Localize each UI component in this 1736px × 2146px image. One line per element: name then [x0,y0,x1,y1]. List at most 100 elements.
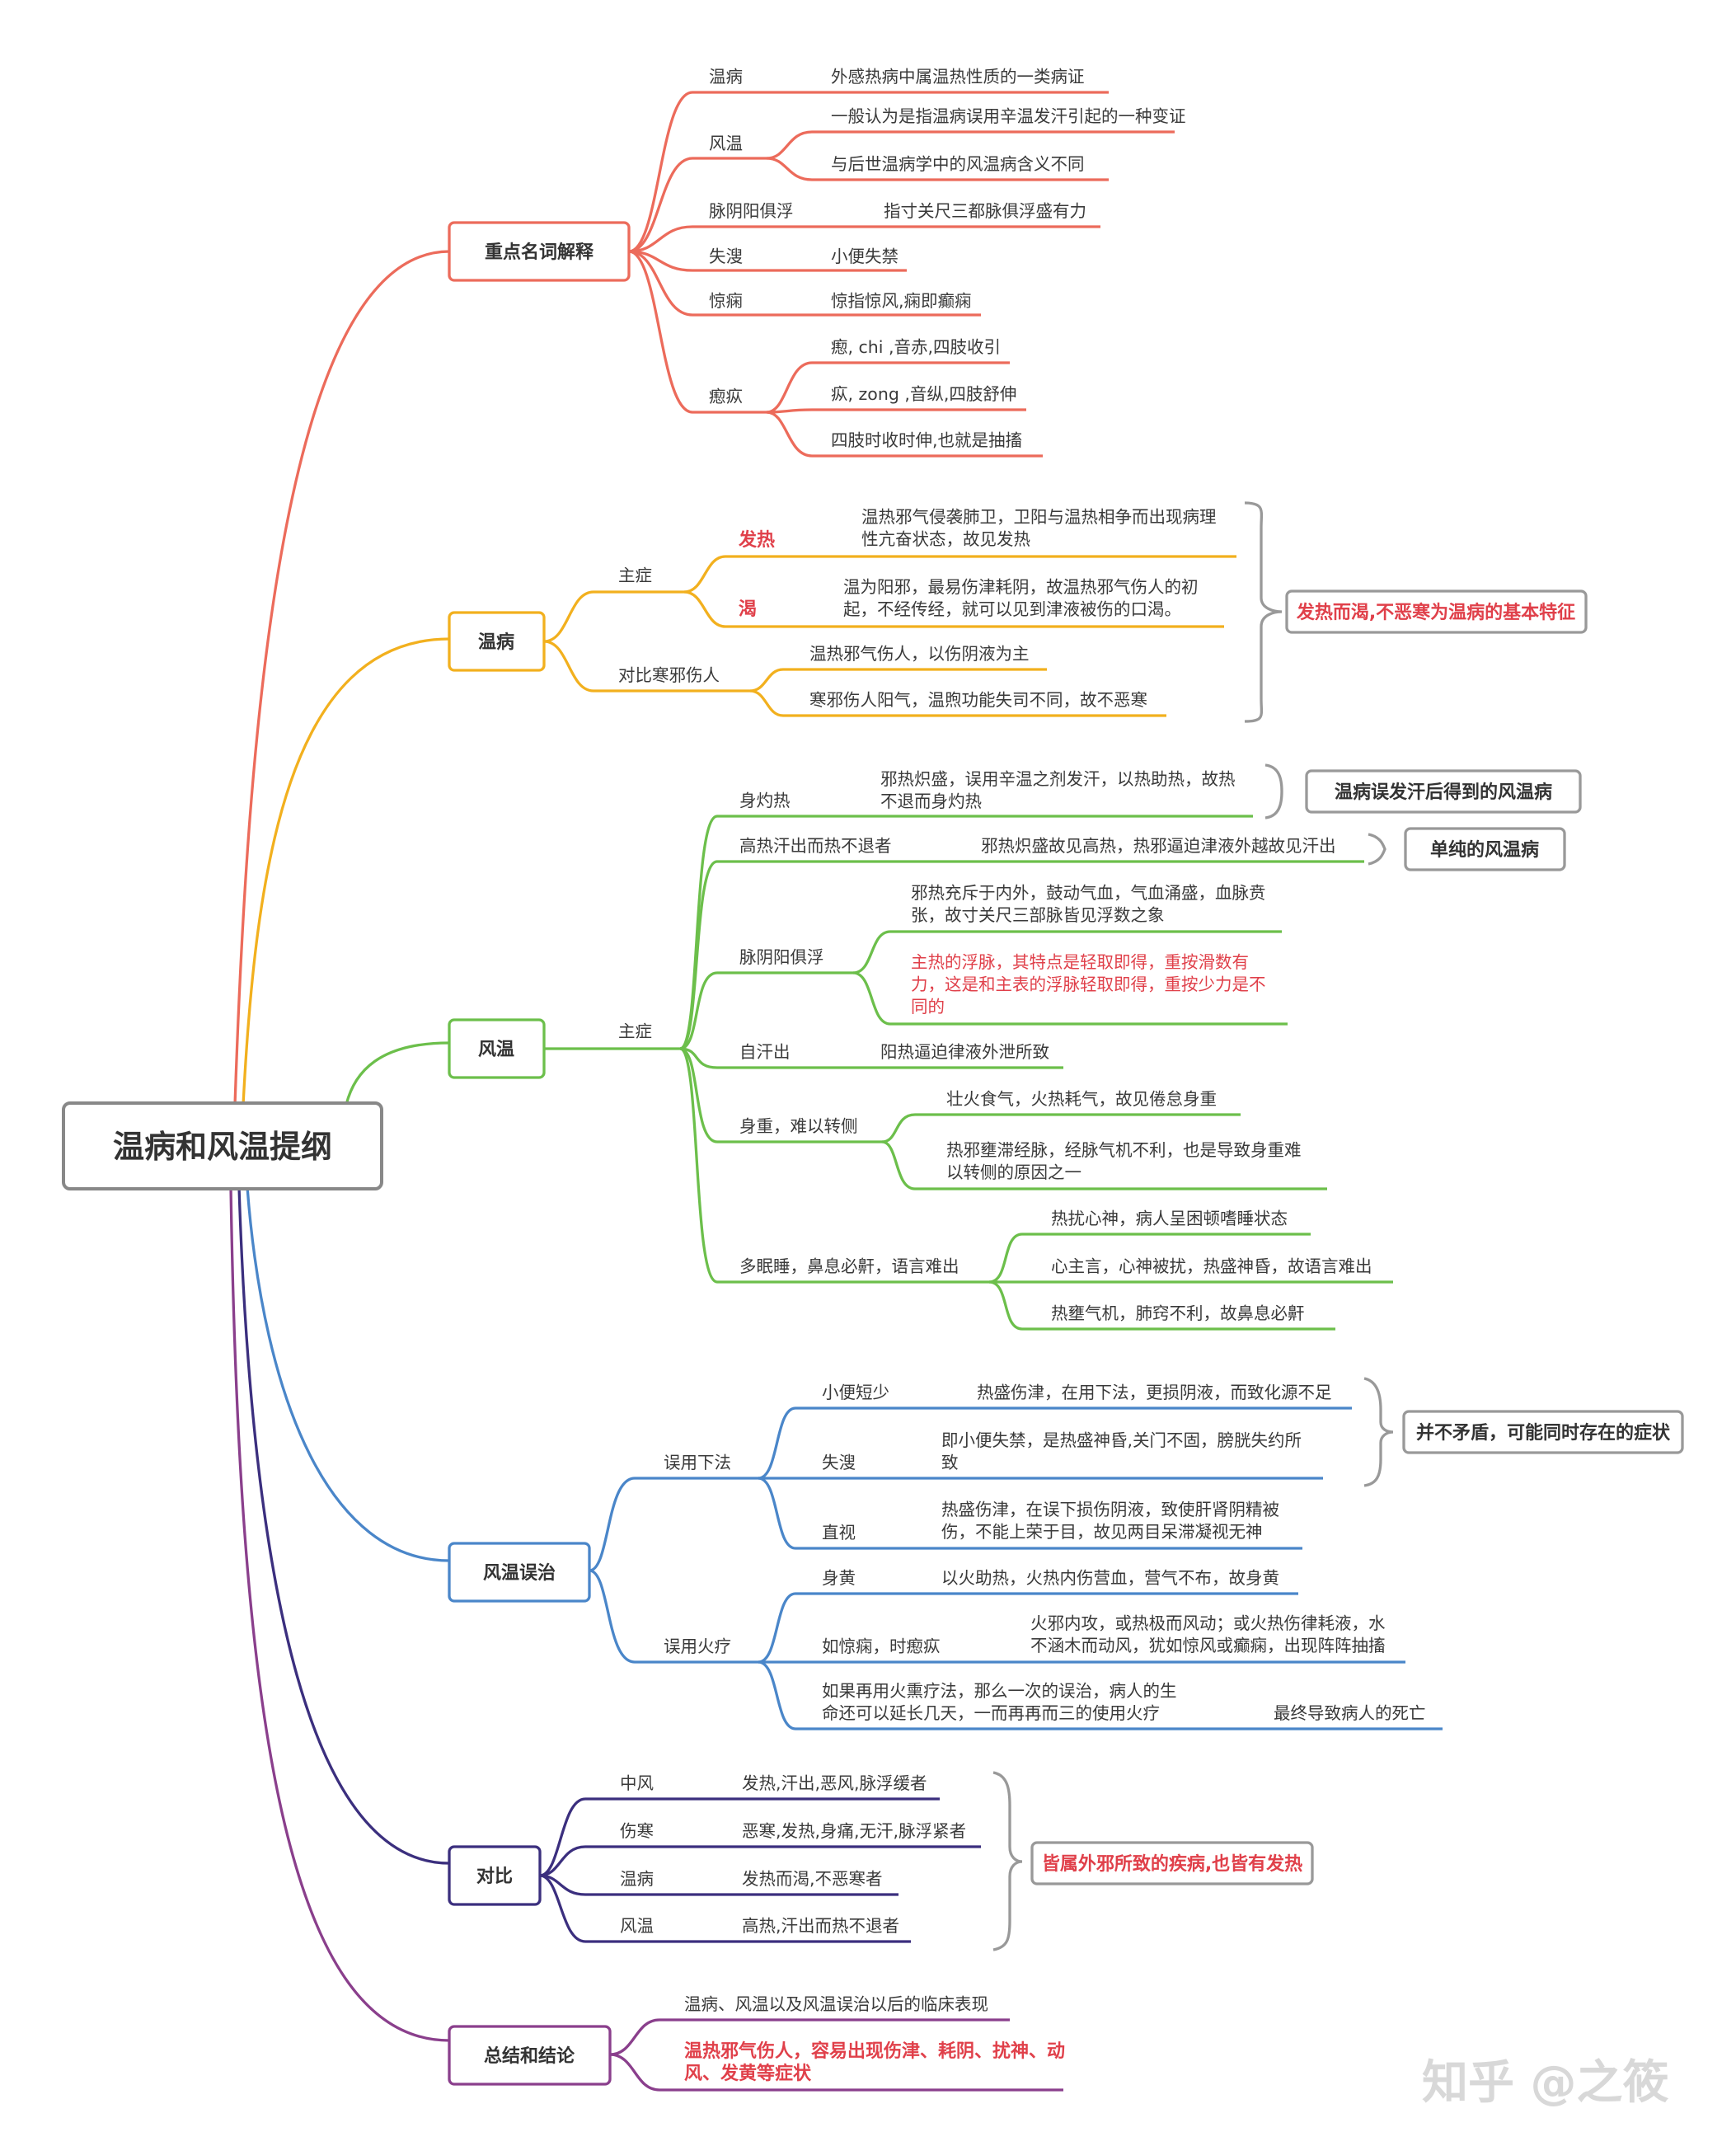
s3-d-d: 阳热逼迫律液外泄所致 [880,1042,1049,1062]
s3-f: 多眠睡，鼻息必鼾，语言难出 [739,1256,959,1276]
s3-b-note: 单纯的风温病 [1430,839,1539,861]
s5-a-d: 发热,汗出,恶风,脉浮缓者 [742,1773,927,1793]
section-wenbing: 温病 主症 发热 温热邪气侵袭肺卫，卫阳与温热相争而出现病理 性亢奋状态，故见发… [448,501,1588,723]
s2-main: 主症 [618,566,652,585]
s6-b-l2: 风、发黄等症状 [684,2063,812,2084]
branch-root-s5 [237,1186,450,1865]
s4-b-l2: 致 [941,1453,959,1472]
root-node[interactable]: 温病和风温提纲 [62,1101,383,1190]
s4-f-l2: 命还可以延长几天，一而再再而三的使用火疗 [822,1703,1160,1723]
s3-a-l2: 不退而身灼热 [880,791,982,811]
s3-b-d: 邪热炽盛故见高热，热邪逼迫津液外越故见汗出 [981,836,1336,856]
s6-a: 温病、风温以及风温误治以后的临床表现 [684,1994,988,2014]
s1-def-f1: 瘛, chi ,音赤,四肢收引 [831,337,1001,357]
s3-a-note: 温病误发汗后得到的风温病 [1335,782,1552,803]
s1-def-e: 惊指惊风,痫即癫痫 [831,291,972,311]
s4-c: 直视 [822,1523,856,1543]
s4-title-node[interactable]: 风温误治 [448,1542,591,1603]
s3-d: 自汗出 [739,1042,791,1062]
s4-f-end: 最终导致病人的死亡 [1274,1703,1426,1723]
s3-a-l1: 邪热炽盛，误用辛温之剂发汗，以热助热，故热 [880,769,1236,789]
s3-title-node[interactable]: 风温 [448,1018,546,1079]
s4-note-node[interactable]: 并不矛盾，可能同时存在的症状 [1402,1410,1684,1454]
s1-def-f2: 疭, zong ,音纵,四肢舒伸 [831,384,1016,404]
s3-f-d3: 热壅气机，肺窍不利，故鼻息必鼾 [1051,1303,1305,1323]
s3-c: 脉阴阳俱浮 [739,947,824,967]
s1-term-c: 脉阴阳俱浮 [709,201,794,221]
s3-a: 身灼热 [739,791,791,810]
s3-a-note-node[interactable]: 温病误发汗后得到的风温病 [1305,769,1582,814]
s1-term-e: 惊痫 [709,291,743,311]
s3-c-r1: 主热的浮脉，其特点是轻取即得，重按滑数有 [911,952,1249,972]
s4-c-l1: 热盛伤津，在误下损伤阴液，致使肝肾阴精被 [941,1500,1279,1519]
s4-a: 小便短少 [822,1383,889,1402]
s2-bracket [1244,501,1283,723]
s1-term-a: 温病 [709,67,743,87]
s4-c-l2: 伤，不能上荣于目，故见两目呆滞凝视无神 [941,1522,1263,1542]
s3-c-l1: 邪热充斥于内外，鼓动气血，气血涌盛，血脉贲 [911,883,1266,903]
s2-summary-node[interactable]: 发热而渴,不恶寒为温病的基本特征 [1285,589,1588,634]
s3-e-l1: 热邪壅滞经脉，经脉气机不利，也是导致身重难 [946,1140,1302,1160]
s4-x1: 误用下法 [664,1453,731,1472]
section-fengwen: 风温 主症 身灼热 邪热炽盛 [448,763,1582,1331]
s6-title-node[interactable]: 总结和结论 [448,2025,612,2086]
s4-e-l2: 不涵木而动风，犹如惊风或癫痫，出现阵阵抽搐 [1030,1636,1386,1655]
s1-def-f3: 四肢时收时伸,也就是抽搐 [831,430,1022,450]
branch-root-s2 [242,637,450,1106]
s2-title: 温病 [478,632,514,653]
s1-term-b: 风温 [709,134,743,153]
s1-term-f: 瘛疭 [709,387,743,406]
s4-a-d: 热盛伤津，在用下法，更损阴液，而致化源不足 [977,1383,1332,1402]
branch-root-s6 [229,1186,450,2042]
s5-title-node[interactable]: 对比 [448,1845,542,1906]
s3-b: 高热汗出而热不退者 [739,836,892,856]
s4-f-l1: 如果再用火熏疗法，那么一次的误治，病人的生 [822,1681,1177,1701]
branch-root-s1 [233,250,450,1106]
s6-b-l1: 温热邪气伤人，容易出现伤津、耗阴、扰神、动 [684,2040,1065,2062]
s2-contrast: 对比寒邪伤人 [618,665,720,685]
s1-def-a: 外感热病中属温热性质的一类病证 [831,67,1085,87]
s4-e: 如惊痫，时瘛疭 [822,1637,941,1656]
s5-title: 对比 [476,1867,513,1887]
s2-fr: 发热 [738,529,775,551]
branch-root-s4 [246,1186,450,1562]
s1-title-node[interactable]: 重点名词解释 [448,221,631,282]
s5-b: 伤寒 [620,1821,654,1841]
s2-c2: 寒邪伤人阳气，温煦功能失司不同，故不恶寒 [809,690,1147,710]
s4-b: 失溲 [822,1453,856,1472]
s4-x2: 误用火疗 [664,1637,731,1656]
s6-title: 总结和结论 [484,2045,575,2067]
s2-c1: 温热邪气伤人，以伤阴液为主 [809,644,1030,664]
s3-main: 主症 [618,1021,652,1041]
s3-b-note-node[interactable]: 单纯的风温病 [1404,827,1566,871]
s4-d: 身黄 [822,1568,856,1588]
s5-c-d: 发热而渴,不恶寒者 [742,1869,883,1889]
s5-c: 温病 [620,1869,654,1889]
s4-b-l1: 即小便失禁，是热盛神昏,关门不固，膀胱失约所 [941,1430,1302,1450]
s5-d: 风温 [620,1916,654,1936]
s5-d-d: 高热,汗出而热不退者 [742,1916,899,1936]
s3-c-r3: 同的 [911,997,945,1017]
s1-connectors [628,91,1175,458]
s2-ke-l1: 温为阳邪，最易伤津耗阴，故温热邪气伤人的初 [843,577,1199,597]
s3-c-r2: 力，这是和主表的浮脉轻取即得，重按少力是不 [911,974,1266,994]
s5-b-d: 恶寒,发热,身痛,无汗,脉浮紧者 [742,1821,966,1841]
branch-root-s3 [345,1041,450,1106]
s2-ke-l2: 起，不经传经，就可以见到津液被伤的口渴。 [843,599,1181,619]
s3-f-d1: 热扰心神，病人呈困顿嗜睡状态 [1051,1209,1288,1228]
s2-fr-l1: 温热邪气侵袭肺卫，卫阳与温热相争而出现病理 [861,507,1217,527]
s5-bracket [992,1771,1023,1951]
watermark: 知乎 @之筱 [1422,2056,1669,2110]
s4-title: 风温误治 [483,1562,556,1584]
s1-title: 重点名词解释 [485,242,594,263]
s2-fr-l2: 性亢奋状态，故见发热 [861,529,1030,549]
s2-title-node[interactable]: 温病 [448,611,546,672]
s1-term-d: 失溲 [709,247,743,266]
s3-title: 风温 [478,1040,514,1060]
s5-summary-node[interactable]: 皆属外邪所致的疾病,也皆有发热 [1030,1841,1314,1885]
root-branches [229,250,450,2042]
s4-e-l1: 火邪内攻，或热极而风动；或火热伤律耗液，水 [1030,1613,1386,1633]
s3-f-d2: 心主言，心神被扰，热盛神昏，故语言难出 [1051,1256,1372,1276]
s4-note: 并不矛盾，可能同时存在的症状 [1416,1422,1671,1444]
